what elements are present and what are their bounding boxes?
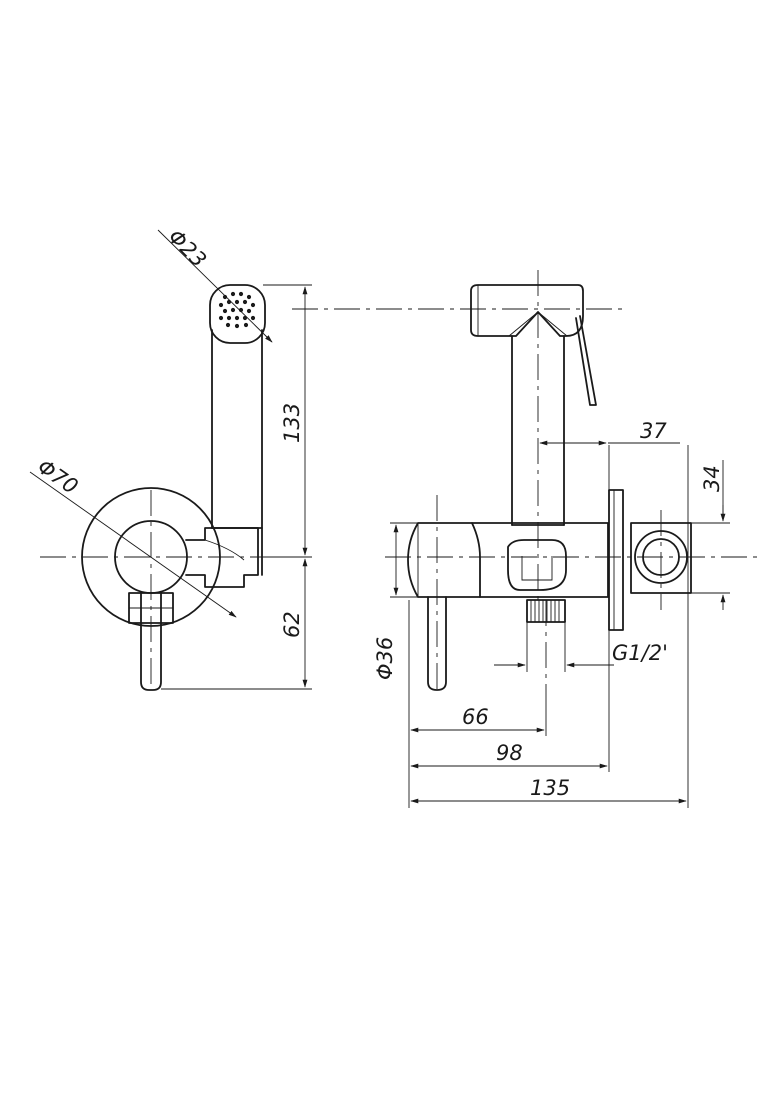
- outlet-thread: [530, 600, 560, 622]
- trigger-lever: [575, 315, 597, 406]
- side-view: Φ36 37 34 G1/2' 66 98 135: [373, 270, 760, 808]
- side-shower-head: [470, 284, 584, 337]
- dim-phi23-leader: [157, 229, 273, 343]
- side-shower-tube: [511, 335, 565, 526]
- side-shower-cone: [537, 311, 568, 337]
- dim-horizontal-offset: 37: [640, 419, 667, 443]
- dim-hand-shower-diameter: Φ23: [163, 225, 211, 273]
- holder-cup: [507, 539, 567, 591]
- dim-wall-plate-diameter: Φ70: [33, 454, 82, 498]
- shower-holder: [185, 527, 259, 588]
- holder-cup-inner: [521, 556, 553, 581]
- dim-phi70-leader: [29, 471, 237, 618]
- front-view: Φ23 Φ70 133 62: [29, 225, 312, 691]
- wall-connector: [630, 522, 692, 594]
- dim-depth-66: 66: [462, 705, 489, 729]
- dim-thread: G1/2': [612, 641, 668, 665]
- valve-body: [407, 522, 481, 598]
- holder-clip: [204, 539, 245, 561]
- lever-handle: [140, 591, 162, 691]
- wall-flange: [608, 489, 624, 631]
- dim-outlet-height: 34: [700, 465, 724, 492]
- wall-connector-inner: [642, 538, 680, 576]
- dim-lower-height: 62: [280, 611, 304, 638]
- side-shower-cone: [508, 311, 539, 337]
- hand-shower-head: [209, 284, 266, 344]
- dim-body-diameter: Φ36: [373, 637, 397, 680]
- outlet-nipple: [526, 599, 566, 623]
- hand-shower-body: [211, 329, 263, 576]
- spray-holes: [218, 291, 256, 329]
- valve-body-tube: [471, 522, 609, 598]
- dim-depth-98: 98: [496, 741, 523, 765]
- wall-connector-outer: [634, 530, 688, 584]
- side-lever: [427, 596, 447, 691]
- dim-overall-depth: 135: [530, 776, 570, 800]
- wall-plate-circle: [81, 487, 221, 627]
- dim-hose-length: 133: [280, 403, 304, 443]
